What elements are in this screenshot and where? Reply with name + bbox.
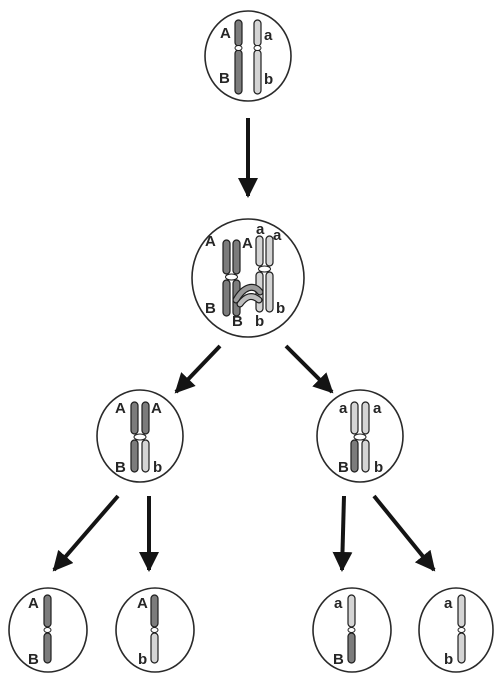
gamete-chromosome xyxy=(150,594,159,664)
allele-label: B xyxy=(219,70,230,87)
allele-label: b xyxy=(138,651,147,668)
parent-cell: A B a b xyxy=(204,10,292,102)
allele-label: a xyxy=(334,595,343,612)
allele-label: A xyxy=(242,235,253,252)
allele-label: b xyxy=(444,651,453,668)
allele-label: a xyxy=(273,227,282,244)
gamete-cell-3: a B xyxy=(312,587,392,673)
meiosis-one-right-cell: a a B b xyxy=(316,389,404,483)
gamete-cell-2: A b xyxy=(115,587,195,673)
allele-label: A xyxy=(137,595,148,612)
arrow-down-right xyxy=(372,494,436,572)
allele-label: a xyxy=(339,400,348,417)
right-dyad-chromosome xyxy=(350,401,370,473)
allele-label: A xyxy=(220,25,231,42)
parent-chromosome-left xyxy=(234,19,243,95)
gamete-chromosome xyxy=(347,594,356,664)
allele-label: B xyxy=(205,300,216,317)
left-dyad-chromosome xyxy=(130,401,150,473)
allele-label: a xyxy=(373,400,382,417)
meiosis-one-left-cell: A A B b xyxy=(96,389,184,483)
arrow-down-left xyxy=(52,494,120,572)
arrow-down-left xyxy=(174,344,222,394)
allele-label: b xyxy=(153,459,162,476)
gamete-chromosome xyxy=(43,594,52,664)
allele-label: B xyxy=(28,651,39,668)
allele-label: B xyxy=(338,459,349,476)
allele-label: b xyxy=(264,71,273,88)
gamete-chromosome xyxy=(457,594,466,664)
parent-chromosome-right xyxy=(253,19,262,95)
allele-label: B xyxy=(115,459,126,476)
allele-label: b xyxy=(374,459,383,476)
allele-label: a xyxy=(444,595,453,612)
gamete-cell-1: A B xyxy=(8,587,88,673)
parent-cell-outline xyxy=(204,10,292,102)
allele-label: a xyxy=(264,27,273,44)
gamete-outline xyxy=(418,587,494,673)
crossover-homolog-left xyxy=(222,239,241,317)
allele-label: b xyxy=(255,313,264,330)
allele-label: A xyxy=(205,233,216,250)
arrow-down-right xyxy=(284,344,334,394)
allele-label: b xyxy=(276,300,285,317)
allele-label: B xyxy=(333,651,344,668)
crossover-cell: A A a a B B b b xyxy=(191,218,305,338)
crossover-cell-outline xyxy=(191,218,305,338)
allele-label: A xyxy=(151,400,162,417)
allele-label: A xyxy=(115,400,126,417)
gamete-cell-4: a b xyxy=(418,587,494,673)
allele-label: B xyxy=(232,313,243,330)
arrow-down xyxy=(332,495,353,572)
allele-label: a xyxy=(256,221,265,238)
allele-label: A xyxy=(28,595,39,612)
